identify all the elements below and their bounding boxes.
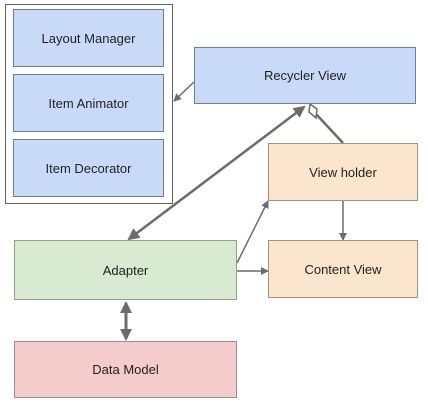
data-model-label: Data Model xyxy=(92,362,159,377)
aggregation-diamond xyxy=(308,102,318,120)
recycler-view-label: Recycler View xyxy=(263,68,347,83)
view-holder-label: View holder xyxy=(309,164,377,180)
adapter-recycler-bidirectional-arrow xyxy=(127,105,306,241)
item-decorator-label: Item Decorator xyxy=(45,160,132,176)
data-model-node: Data Model xyxy=(14,341,237,398)
content-view-label: Content View xyxy=(304,261,382,277)
item-animator-label: Item Animator xyxy=(48,95,129,111)
layout-manager-label: Layout Manager xyxy=(41,30,136,46)
layout-manager-node: Layout Manager xyxy=(13,9,164,67)
recycler-to-components-arrow xyxy=(173,81,195,102)
recycler-view-node: Recycler View xyxy=(194,47,416,104)
adapter-node: Adapter xyxy=(14,240,237,300)
view-holder-node: View holder xyxy=(268,143,418,201)
viewholder-recycler-aggregation-line xyxy=(315,113,344,144)
content-view-node: Content View xyxy=(268,240,418,298)
item-animator-node: Item Animator xyxy=(13,74,164,132)
adapter-to-viewholder-arrow xyxy=(236,200,269,264)
adapter-label: Adapter xyxy=(102,262,149,278)
item-decorator-node: Item Decorator xyxy=(13,139,164,197)
